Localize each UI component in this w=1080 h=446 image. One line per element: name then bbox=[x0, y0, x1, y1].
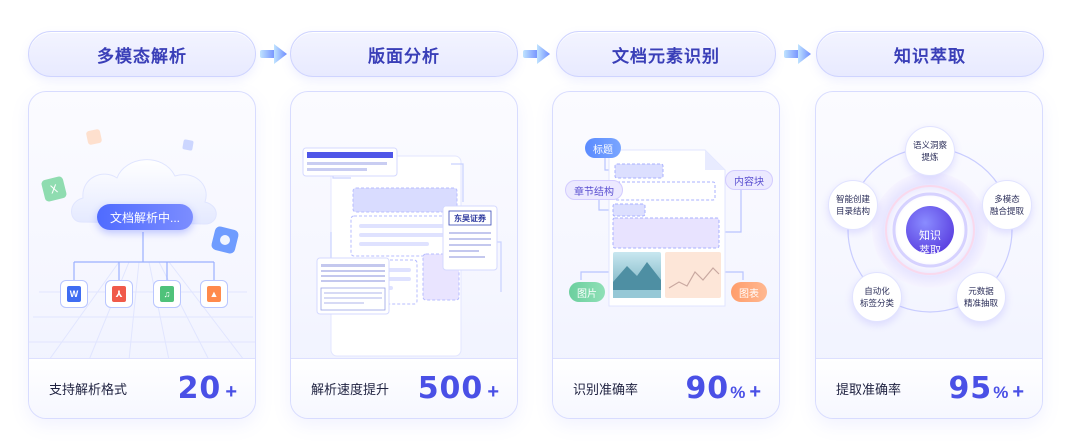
tag-chart: 图表 bbox=[731, 282, 767, 302]
node-metadata-extraction: 元数据 精准抽取 bbox=[956, 272, 1006, 322]
metric-label: 识别准确率 bbox=[573, 382, 639, 397]
metric-unit: % bbox=[730, 383, 746, 402]
metric-plus: + bbox=[1012, 381, 1024, 403]
parsing-status-badge: 文档解析中... bbox=[97, 204, 193, 230]
metric-row: 支持解析格式 20 + bbox=[29, 358, 255, 418]
metric-number: 90 bbox=[685, 371, 730, 406]
arrow-right-icon bbox=[260, 44, 287, 64]
metric-label: 提取准确率 bbox=[836, 382, 902, 397]
tag-image: 图片 bbox=[569, 282, 605, 302]
metric-plus: + bbox=[749, 381, 761, 403]
metric-row: 解析速度提升 500 + bbox=[291, 358, 517, 418]
metric-number: 500 bbox=[417, 371, 484, 406]
report-logo: 东吴证券 bbox=[449, 212, 491, 224]
parsing-status-label: 文档解析中... bbox=[109, 210, 180, 225]
pdf-file-icon: ⅄ bbox=[105, 280, 133, 308]
node-multimodal-fusion: 多模态 融合提取 bbox=[982, 180, 1032, 230]
metric-label: 解析速度提升 bbox=[311, 382, 390, 397]
tag-content-block: 内容块 bbox=[725, 170, 773, 190]
arrow-right-icon bbox=[523, 44, 550, 64]
metric-value: 95 % + bbox=[948, 371, 1024, 406]
card-element-recognition: 标题 章节结构 内容块 图片 图表 识别准确率 90 % + bbox=[552, 91, 780, 419]
tag-chapter-structure: 章节结构 bbox=[565, 180, 623, 200]
report-logo-text: 东吴证券 bbox=[454, 213, 486, 223]
step-pill-parse: 多模态解析 bbox=[28, 31, 256, 77]
metric-row: 识别准确率 90 % + bbox=[553, 358, 779, 418]
image-file-icon: ▲ bbox=[200, 280, 228, 308]
step-title: 多模态解析 bbox=[97, 46, 187, 66]
node-auto-tagging: 自动化 标签分类 bbox=[852, 272, 902, 322]
knowledge-core-label: 知识 萃取 bbox=[919, 230, 941, 257]
layout-illustration: 东吴证券 bbox=[291, 92, 517, 360]
step-pill-layout: 版面分析 bbox=[290, 31, 518, 77]
metric-row: 提取准确率 95 % + bbox=[816, 358, 1042, 418]
step-title: 知识萃取 bbox=[894, 46, 966, 66]
metric-plus: + bbox=[487, 381, 499, 403]
node-catalog-structure: 智能创建 目录结构 bbox=[828, 180, 878, 230]
card-layout-analysis: 东吴证券 解析速度提升 500 + bbox=[290, 91, 518, 419]
metric-number: 95 bbox=[948, 371, 993, 406]
parsing-illustration: X 文档解析中... W ⅄ ♫ ▲ bbox=[29, 92, 255, 360]
node-semantic-insight: 语义洞察 提炼 bbox=[905, 126, 955, 176]
tag-title: 标题 bbox=[585, 138, 621, 158]
step-pill-elements: 文档元素识别 bbox=[556, 31, 776, 77]
svg-text:X: X bbox=[49, 182, 60, 197]
knowledge-core: 知识 萃取 bbox=[906, 214, 954, 257]
audio-file-icon: ♫ bbox=[153, 280, 181, 308]
step-title: 文档元素识别 bbox=[612, 46, 720, 66]
metric-label: 支持解析格式 bbox=[49, 382, 128, 397]
step-title: 版面分析 bbox=[368, 46, 440, 66]
card-knowledge-extraction: 知识 萃取 语义洞察 提炼 多模态 融合提取 元数据 精准抽取 自动化 标签分类… bbox=[815, 91, 1043, 419]
metric-value: 500 + bbox=[418, 371, 499, 406]
metric-value: 20 + bbox=[178, 371, 237, 406]
element-illustration: 标题 章节结构 内容块 图片 图表 bbox=[553, 92, 779, 360]
word-file-icon: W bbox=[60, 280, 88, 308]
metric-value: 90 % + bbox=[685, 371, 761, 406]
metric-unit: % bbox=[993, 383, 1009, 402]
step-pill-knowledge: 知识萃取 bbox=[816, 31, 1044, 77]
metric-number: 20 bbox=[177, 371, 222, 406]
metric-plus: + bbox=[225, 381, 237, 403]
card-multimodal-parsing: X 文档解析中... W ⅄ ♫ ▲ 支持解析格式 20 + bbox=[28, 91, 256, 419]
arrow-right-icon bbox=[784, 44, 811, 64]
knowledge-illustration: 知识 萃取 语义洞察 提炼 多模态 融合提取 元数据 精准抽取 自动化 标签分类… bbox=[816, 92, 1042, 360]
